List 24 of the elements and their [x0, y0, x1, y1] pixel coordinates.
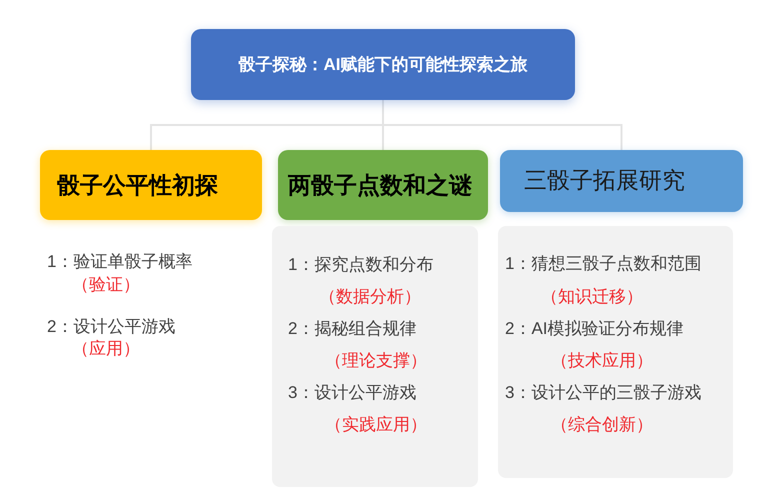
list-item: 3：设计公平的三骰子游戏 [505, 382, 702, 404]
note-text: （综合创新） [551, 414, 653, 436]
note-text: （数据分析） [319, 286, 421, 308]
note-text: （验证） [72, 274, 140, 296]
list-item: 3：设计公平游戏 [288, 382, 416, 404]
category-title: 骰子公平性初探 [57, 171, 218, 200]
list-item: 1：探究点数和分布 [288, 254, 434, 276]
topic-box [191, 29, 575, 100]
category-title: 两骰子点数和之谜 [288, 171, 472, 200]
note-text: （技术应用） [551, 350, 653, 372]
list-item: 2：设计公平游戏 [47, 316, 176, 338]
list-item: 2：AI模拟验证分布规律 [505, 318, 684, 340]
category-box [278, 150, 488, 220]
note-text: （理论支撑） [325, 350, 427, 372]
category-box [40, 150, 262, 220]
note-text: （应用） [72, 338, 140, 360]
category-title: 三骰子拓展研究 [524, 167, 685, 195]
category-box [500, 150, 743, 212]
topic-title: 骰子探秘：AI赋能下的可能性探索之旅 [238, 54, 528, 76]
note-text: （实践应用） [325, 414, 427, 436]
list-item: 2：揭秘组合规律 [288, 318, 416, 340]
list-item: 1：验证单骰子概率 [47, 251, 192, 273]
note-text: （知识迁移） [541, 286, 643, 308]
list-item: 1：猜想三骰子点数和范围 [505, 253, 702, 275]
